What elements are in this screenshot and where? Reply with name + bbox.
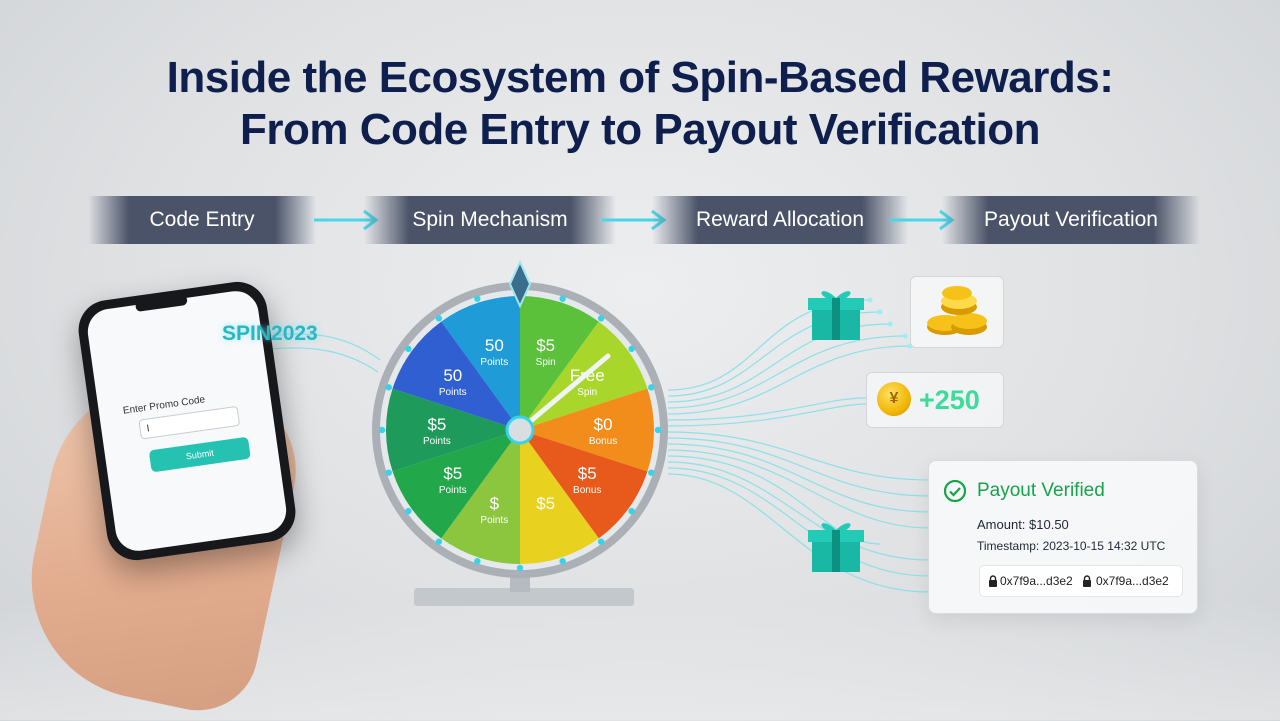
- coins-reward-card: [910, 276, 1004, 348]
- wheel-segment-caption: Points: [480, 357, 508, 368]
- gift-icon: [808, 523, 864, 572]
- wheel-segment-value: $5: [536, 494, 555, 513]
- floating-promo-code: SPIN2023: [222, 322, 318, 345]
- prize-wheel[interactable]: 50Points$5SpinFreeSpin$0Bonus$5Bonus$5$P…: [360, 258, 680, 610]
- wheel-segment: [386, 388, 520, 472]
- wheel-light: [435, 538, 443, 545]
- wheel-lights: [378, 288, 662, 572]
- phone: Enter Promo Code I Submit: [74, 278, 300, 564]
- wheel-light: [474, 295, 481, 302]
- wheel-segment: [520, 430, 648, 539]
- wheel-segment-caption: Spin: [536, 357, 556, 368]
- page-title: Inside the Ecosystem of Spin-Based Rewar…: [0, 52, 1280, 156]
- wheel-segment-value: $5: [536, 336, 555, 355]
- wheel-segment-caption: Points: [439, 485, 467, 496]
- wheel-segment-value: 50: [443, 366, 462, 385]
- wheel-segment-value: 50: [485, 336, 504, 355]
- wheel-light: [648, 469, 655, 476]
- wheel-light: [405, 507, 412, 515]
- lock-icon: [989, 575, 997, 587]
- title-line-1: Inside the Ecosystem of Spin-Based Rewar…: [166, 53, 1114, 102]
- wheel-hub: [505, 415, 535, 445]
- payout-title: Payout Verified: [977, 480, 1105, 501]
- wheel-light: [559, 295, 566, 302]
- wheel-light: [405, 345, 412, 353]
- wheel-light: [654, 426, 662, 434]
- wheel-segment: [441, 430, 520, 564]
- wheel-segment-caption: Spin: [577, 387, 597, 398]
- wheel-light: [385, 469, 392, 476]
- process-steps: Code Entry Spin Mechanism Reward Allocat…: [0, 196, 1280, 244]
- wheel-segment: [441, 296, 520, 430]
- wheel-segment-caption: Points: [423, 436, 451, 447]
- coin-icon: ¥: [877, 382, 911, 416]
- submit-button[interactable]: Submit: [148, 436, 251, 473]
- gift-icon: [808, 291, 864, 340]
- wheel-segment-value: $: [490, 494, 500, 513]
- wheel-light: [385, 384, 392, 391]
- wheel-top-pointer: [508, 259, 532, 309]
- wheel-light: [516, 564, 524, 572]
- step-reward-allocation: Reward Allocation: [652, 196, 908, 244]
- wheel-light: [474, 558, 481, 565]
- wheel-pointer-needle: [517, 353, 611, 433]
- step-spin-mechanism: Spin Mechanism: [364, 196, 616, 244]
- wheel-segment: [392, 321, 520, 430]
- points-value: +250: [919, 385, 980, 415]
- wheel-segment-value: $5: [443, 464, 462, 483]
- title-line-2: From Code Entry to Payout Verification: [239, 105, 1041, 154]
- payout-timestamp: Timestamp: 2023-10-15 14:32 UTC: [977, 539, 1166, 553]
- transaction-hash-box: 0x7f9a...d3e2 0x7f9a...d3e2: [979, 565, 1183, 597]
- step-code-entry: Code Entry: [88, 196, 316, 244]
- wheel-light: [559, 558, 566, 565]
- wheel-segment: [520, 296, 599, 430]
- wheel-light: [648, 384, 655, 391]
- lock-icon: [1083, 575, 1091, 587]
- wheel-light: [628, 345, 635, 353]
- wheel-light: [435, 315, 443, 322]
- points-reward-card: ¥ +250: [866, 372, 1004, 428]
- wheel-segment-value: $0: [594, 415, 613, 434]
- payout-verified-card: Payout Verified Amount: $10.50 Timestamp…: [928, 460, 1198, 614]
- step-payout-verification: Payout Verification: [942, 196, 1200, 244]
- wheel-segment: [520, 430, 599, 564]
- wheel-light: [378, 426, 386, 434]
- wheel-segment: [520, 388, 654, 472]
- wheel-segment-value: $5: [427, 415, 446, 434]
- wheel-light: [597, 538, 605, 545]
- wheel-segment: [392, 430, 520, 539]
- wheel-segment-caption: Points: [439, 387, 467, 398]
- wheel-segment-caption: Points: [480, 515, 508, 526]
- wheel-light: [628, 507, 635, 515]
- check-circle-icon: [943, 479, 967, 503]
- wheel-segment-value: $5: [578, 464, 597, 483]
- payout-amount: Amount: $10.50: [977, 517, 1069, 532]
- transaction-hash: 0x7f9a...d3e2: [1096, 574, 1169, 588]
- transaction-hash: 0x7f9a...d3e2: [1000, 574, 1073, 588]
- wheel-base: [414, 588, 634, 606]
- wheel-light: [597, 315, 605, 322]
- coins-icon: [927, 286, 987, 335]
- wheel-segment-caption: Bonus: [573, 485, 601, 496]
- wheel-segment-caption: Bonus: [589, 436, 617, 447]
